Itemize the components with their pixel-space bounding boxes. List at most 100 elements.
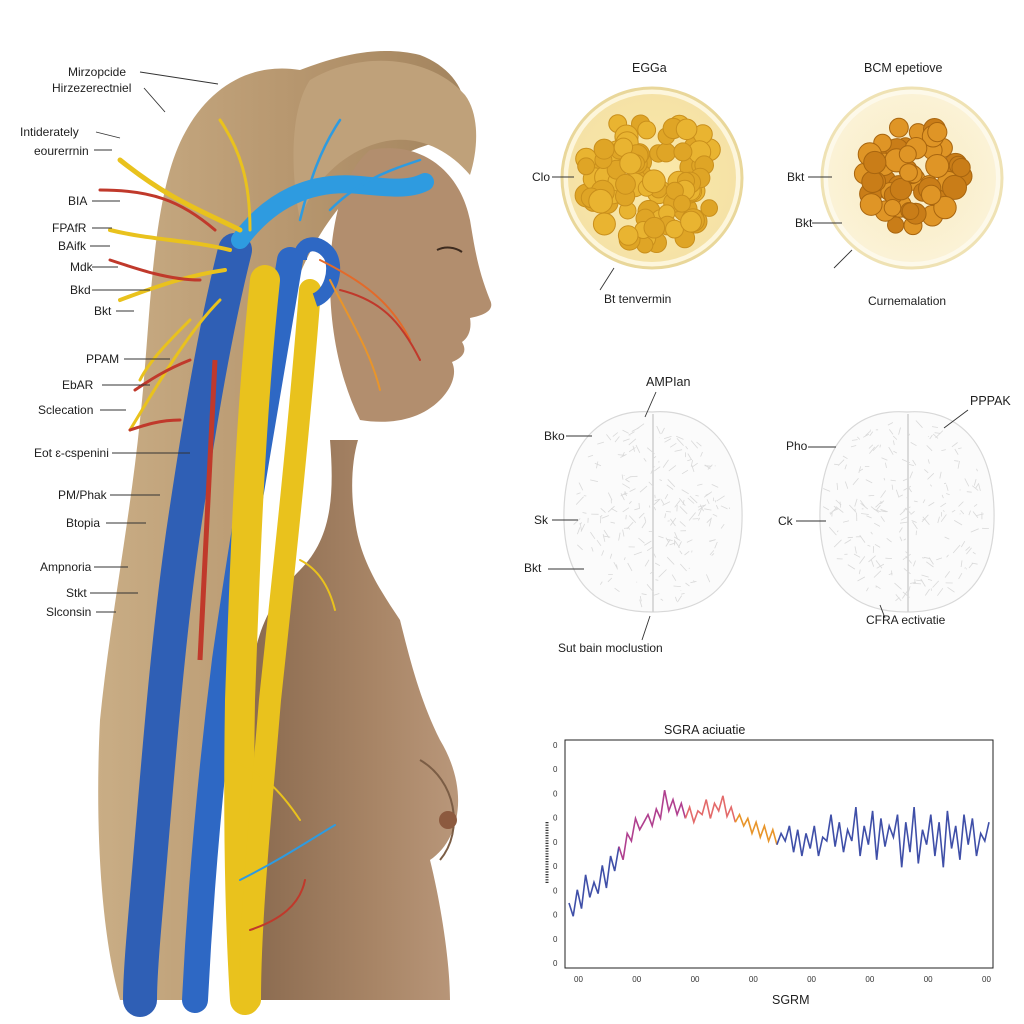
mesh-line xyxy=(643,458,647,462)
fat-cell xyxy=(859,193,883,216)
mesh-line xyxy=(687,497,695,504)
mesh-line xyxy=(627,562,633,572)
mesh-line xyxy=(594,462,602,467)
mesh-line xyxy=(942,510,945,512)
y-tick-label: 0 xyxy=(553,959,558,968)
fat-cell xyxy=(680,210,702,233)
mesh-line xyxy=(958,501,964,507)
mesh-line xyxy=(602,534,606,542)
y-tick-label: 0 xyxy=(553,886,558,895)
mesh-line xyxy=(913,560,916,567)
mesh-line xyxy=(609,553,613,559)
mesh-line xyxy=(876,563,885,569)
mesh-line xyxy=(711,484,719,488)
mesh-line xyxy=(689,495,698,504)
mesh-line xyxy=(899,521,908,524)
mesh-line xyxy=(927,459,930,464)
mesh-line xyxy=(910,442,917,447)
body-label: Intiderately xyxy=(20,125,79,139)
mesh-line xyxy=(653,507,656,511)
mesh-line xyxy=(927,435,930,438)
body-label: Mirzopcide xyxy=(68,65,126,79)
mesh-line xyxy=(622,507,630,513)
fat-cell xyxy=(700,199,719,217)
mesh-line xyxy=(644,540,652,546)
body-label: BIA xyxy=(68,194,87,208)
mesh-line xyxy=(951,442,958,448)
mesh-line xyxy=(698,508,703,517)
mesh-line xyxy=(868,555,876,563)
mesh-line xyxy=(888,429,894,435)
mesh-line xyxy=(596,461,599,469)
mesh-line xyxy=(829,526,837,536)
panel-label: Pho xyxy=(786,439,808,453)
mesh-line xyxy=(629,475,638,478)
mesh-line xyxy=(880,490,887,498)
mesh-line xyxy=(666,556,675,565)
mesh-line xyxy=(600,516,602,524)
mesh-line xyxy=(973,503,978,507)
mesh-line xyxy=(649,571,654,575)
mesh-line xyxy=(622,429,629,434)
mesh-line xyxy=(669,442,677,448)
mesh-line xyxy=(903,568,911,575)
fat-cell xyxy=(887,216,905,234)
mesh-line xyxy=(711,553,715,556)
mesh-line xyxy=(582,512,587,514)
mesh-line xyxy=(607,492,613,501)
mesh-line xyxy=(690,581,697,584)
series-line-segment xyxy=(618,790,687,861)
mesh-line xyxy=(929,484,933,487)
mesh-line xyxy=(709,550,715,556)
mesh-line xyxy=(900,515,909,521)
fat-cell xyxy=(889,117,909,138)
mesh-line xyxy=(936,557,943,561)
mesh-line xyxy=(887,422,894,426)
mesh-line xyxy=(573,518,581,525)
mesh-line xyxy=(959,513,961,515)
mesh-line xyxy=(653,593,660,596)
mesh-line xyxy=(939,471,942,479)
mesh-line xyxy=(940,514,947,523)
mesh-line xyxy=(891,484,894,490)
mesh-line xyxy=(944,571,951,578)
mesh-line xyxy=(628,515,637,523)
mesh-line xyxy=(972,511,979,519)
mesh-line xyxy=(920,578,926,587)
mesh-line xyxy=(881,457,888,461)
mesh-line xyxy=(638,537,645,544)
nerve-branches xyxy=(98,118,422,931)
mesh-line xyxy=(894,582,902,590)
mesh-line xyxy=(922,499,926,504)
panel-label: Bko xyxy=(544,429,565,443)
mesh-line xyxy=(655,579,659,581)
fat-cell xyxy=(861,170,884,194)
mesh-line xyxy=(606,434,612,441)
y-tick-label: 0 xyxy=(553,765,558,774)
mesh-line xyxy=(654,499,660,502)
mesh-line xyxy=(832,508,839,512)
mesh-line xyxy=(903,506,911,511)
mesh-line xyxy=(639,599,643,608)
tissue-mesh-left xyxy=(573,423,730,608)
mesh-line xyxy=(712,513,718,517)
mesh-line xyxy=(684,550,690,556)
body-label: Btopia xyxy=(66,516,100,530)
mesh-line xyxy=(658,569,667,578)
mesh-line xyxy=(910,581,916,584)
mesh-line xyxy=(960,540,966,548)
mesh-line xyxy=(937,587,944,596)
mesh-line xyxy=(924,469,929,474)
fat-cell xyxy=(673,194,691,213)
mesh-line xyxy=(601,515,609,519)
mesh-line xyxy=(954,448,959,455)
mesh-line xyxy=(915,420,923,428)
mesh-line xyxy=(622,483,631,489)
mesh-line xyxy=(690,440,699,449)
mesh-line xyxy=(629,488,636,492)
mesh-line xyxy=(690,460,693,467)
mesh-line xyxy=(612,432,619,437)
fat-cell xyxy=(942,174,967,200)
body-label: Eot ɛ-cspenini xyxy=(34,446,109,460)
mesh-line xyxy=(685,582,690,587)
